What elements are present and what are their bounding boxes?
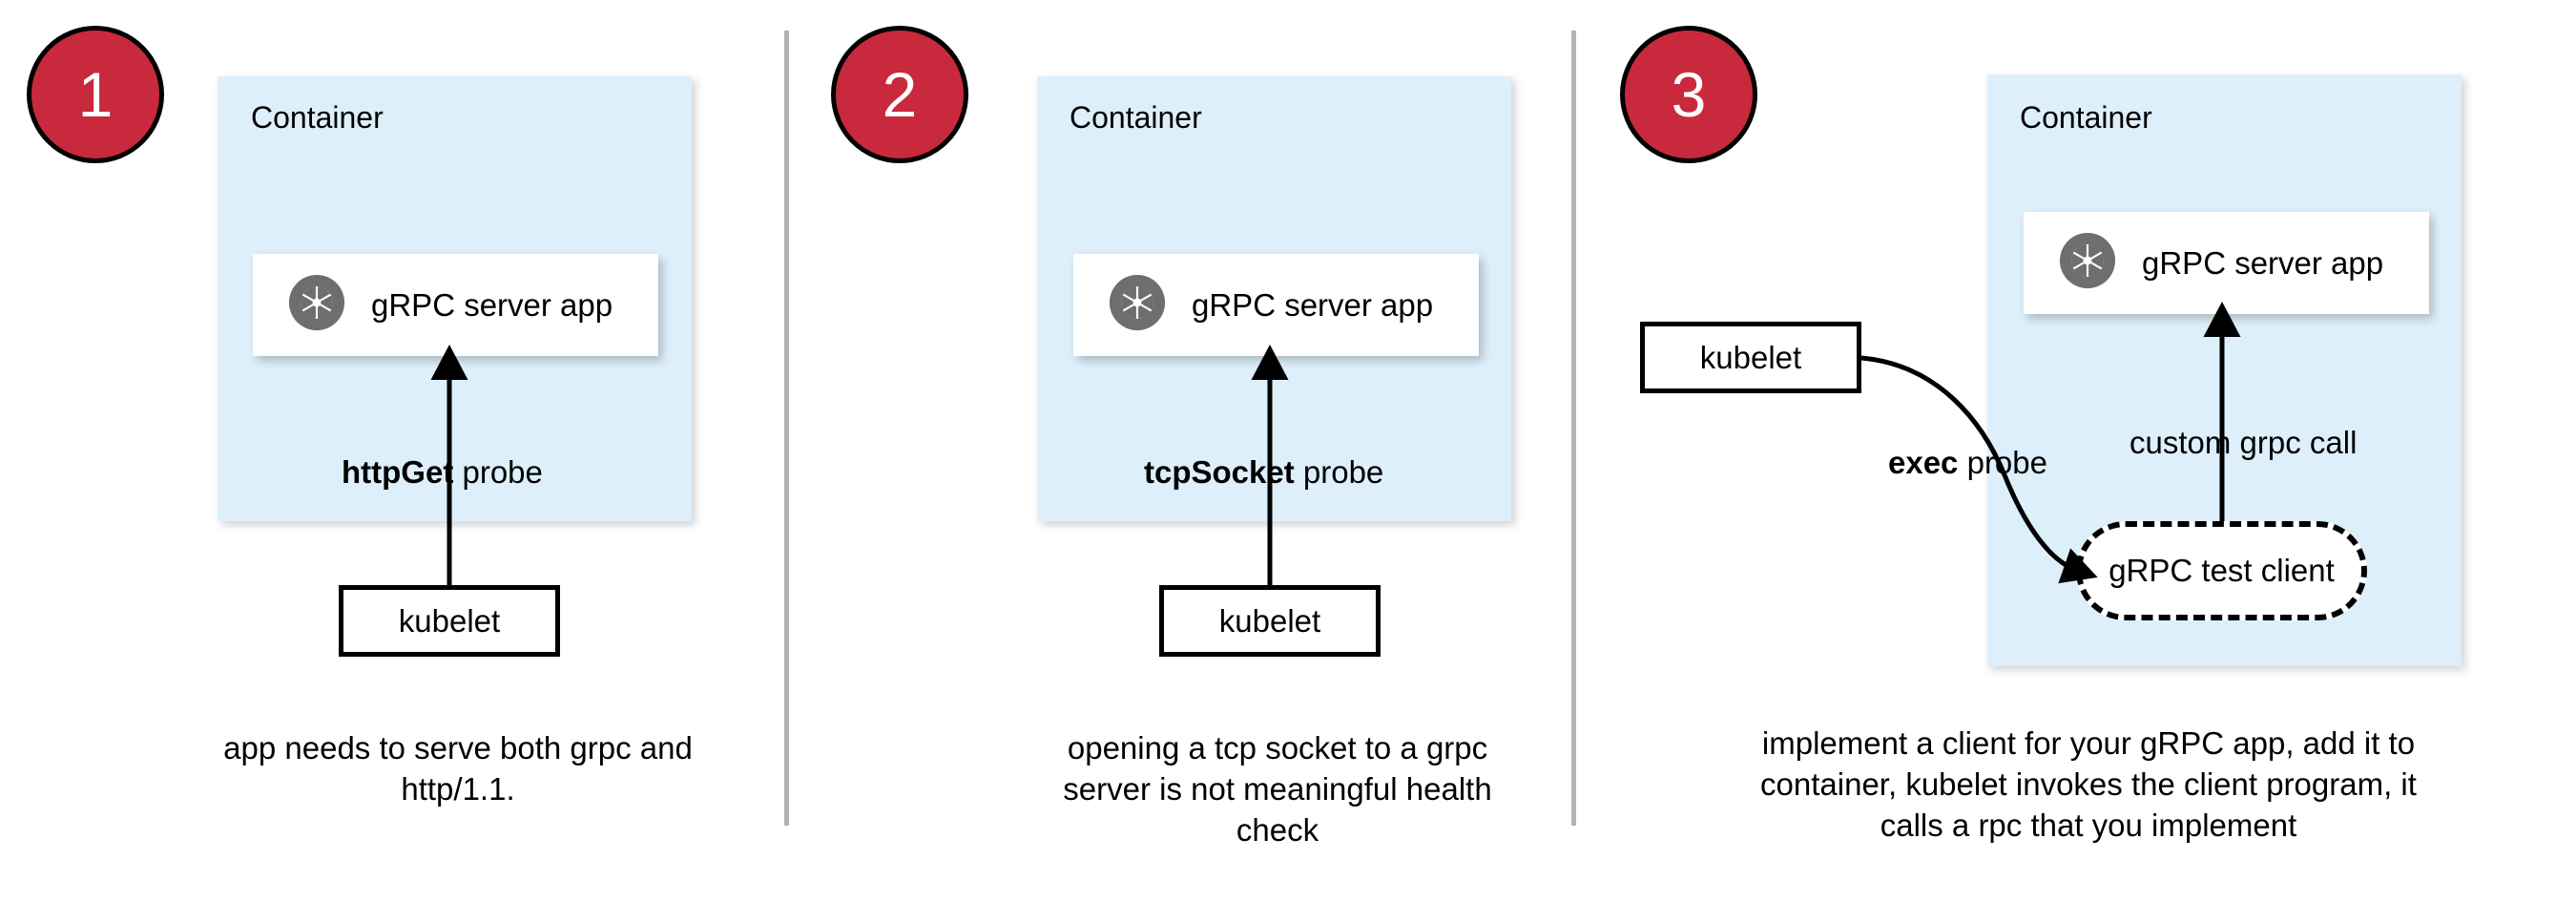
caption-3: implement a client for your gRPC app, ad… bbox=[1760, 725, 2417, 843]
aperture-icon bbox=[2058, 231, 2117, 295]
step-badge-3: 3 bbox=[1620, 26, 1757, 163]
panel-tcpsocket-probe: 2 Container bbox=[786, 0, 1573, 923]
panel-httpget-probe: 1 Container bbox=[0, 0, 786, 923]
caption-2: opening a tcp socket to a grpc server is… bbox=[1063, 730, 1492, 848]
grpc-server-app-label-2: gRPC server app bbox=[1192, 287, 1434, 323]
probe-label-tcpsocket-rest: probe bbox=[1294, 454, 1384, 490]
container-label-3: Container bbox=[2020, 100, 2152, 135]
panel-divider-2 bbox=[1571, 31, 1576, 826]
caption-1: app needs to serve both grpc and http/1.… bbox=[223, 730, 693, 807]
custom-grpc-call-label: custom grpc call bbox=[2129, 425, 2358, 460]
kubelet-box-1: kubelet bbox=[339, 585, 560, 657]
grpc-server-app-label-1: gRPC server app bbox=[371, 287, 613, 323]
step-badge-2: 2 bbox=[831, 26, 968, 163]
grpc-server-app-card-1: gRPC server app bbox=[253, 254, 658, 356]
probe-label-exec: exec probe bbox=[1888, 447, 2047, 478]
probe-label-exec-rest: probe bbox=[1958, 445, 2047, 480]
aperture-icon bbox=[1108, 273, 1167, 337]
panel-divider-1 bbox=[784, 31, 789, 826]
kubelet-box-3: kubelet bbox=[1640, 322, 1861, 393]
grpc-server-app-label-3: gRPC server app bbox=[2142, 245, 2384, 281]
probe-label-tcpsocket-bold: tcpSocket bbox=[1144, 454, 1295, 490]
probe-label-httpget: httpGet probe bbox=[342, 456, 543, 488]
container-label-2: Container bbox=[1070, 100, 1202, 135]
grpc-test-client-pill: gRPC test client bbox=[2076, 521, 2367, 620]
panel-exec-probe: 3 Container bbox=[1573, 0, 2576, 923]
probe-label-tcpsocket: tcpSocket probe bbox=[1144, 456, 1383, 488]
grpc-server-app-card-3: gRPC server app bbox=[2024, 212, 2429, 314]
step-badge-1: 1 bbox=[27, 26, 164, 163]
probe-label-httpget-rest: probe bbox=[453, 454, 543, 490]
grpc-server-app-card-2: gRPC server app bbox=[1073, 254, 1479, 356]
container-label-1: Container bbox=[251, 100, 384, 135]
probe-label-httpget-bold: httpGet bbox=[342, 454, 454, 490]
aperture-icon bbox=[287, 273, 346, 337]
probe-label-exec-bold: exec bbox=[1888, 445, 1959, 480]
kubelet-box-2: kubelet bbox=[1159, 585, 1381, 657]
